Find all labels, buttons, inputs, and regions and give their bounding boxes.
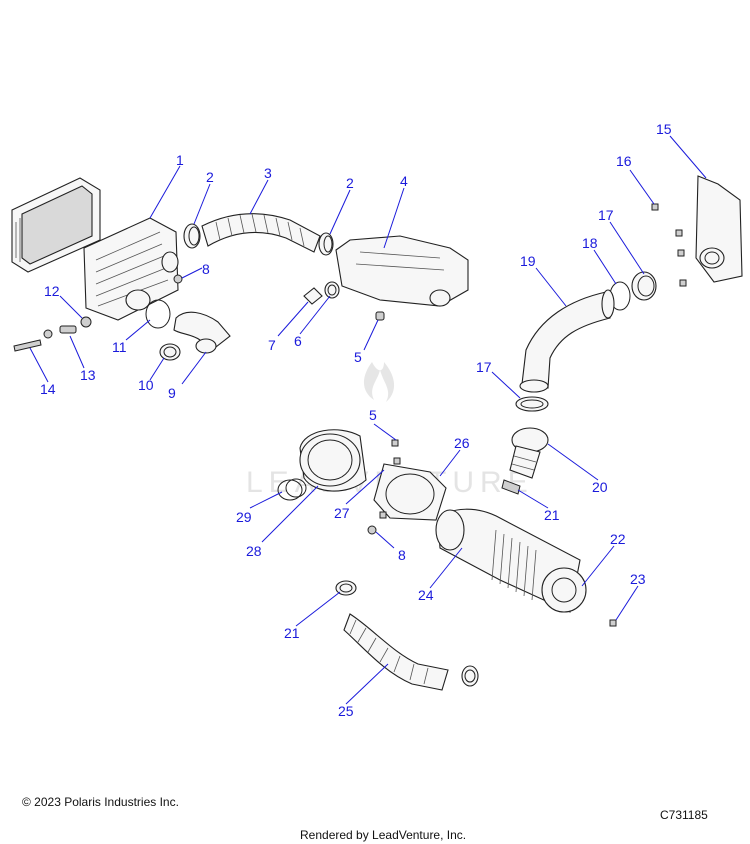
callout-17-upper: 17 <box>598 207 614 223</box>
callout-4: 4 <box>400 173 408 189</box>
rendered-by-credit: Rendered by LeadVenture, Inc. <box>300 828 467 842</box>
grommet-12[interactable] <box>80 316 92 328</box>
clamp-21-lower-left[interactable] <box>335 580 357 596</box>
intake-resonator[interactable] <box>335 235 469 307</box>
callout-8-bottom: 8 <box>398 547 406 563</box>
gasket-29[interactable] <box>277 478 307 501</box>
callout-8-top: 8 <box>202 261 210 277</box>
watermark-flame-icon <box>363 362 395 402</box>
callout-14: 14 <box>40 381 56 397</box>
callout-20: 20 <box>592 479 608 495</box>
callout-28: 28 <box>246 543 262 559</box>
callout-15: 15 <box>656 121 672 137</box>
screws-16[interactable] <box>651 203 687 287</box>
hose-25[interactable] <box>343 613 449 691</box>
copyright-notice: © 2023 Polaris Industries Inc. <box>22 795 179 809</box>
airbox-cover[interactable] <box>11 177 101 273</box>
screw-5-top[interactable] <box>375 311 385 321</box>
callout-2-left: 2 <box>206 169 214 185</box>
callout-16: 16 <box>616 153 632 169</box>
callout-19: 19 <box>520 253 536 269</box>
air-filter-canister[interactable] <box>435 508 587 613</box>
callout-22: 22 <box>610 531 626 547</box>
callout-17-lower: 17 <box>476 359 492 375</box>
plug-7[interactable] <box>303 287 323 305</box>
callout-12: 12 <box>44 283 60 299</box>
callout-11: 11 <box>112 339 127 355</box>
fitting-20[interactable] <box>509 427 549 479</box>
callout-2-right: 2 <box>346 175 354 191</box>
clamp-2-right[interactable] <box>318 232 334 256</box>
callout-5-top: 5 <box>354 349 362 365</box>
clamp-21-lower-right[interactable] <box>461 665 479 687</box>
clamp-10[interactable] <box>159 343 181 361</box>
bracket-26[interactable] <box>373 463 447 521</box>
bent-tube-19[interactable] <box>519 289 615 393</box>
callout-29: 29 <box>236 509 252 525</box>
clamp-2-left[interactable] <box>183 223 201 249</box>
callout-9: 9 <box>168 385 176 401</box>
intake-duct[interactable] <box>201 213 321 253</box>
callout-25: 25 <box>338 703 354 719</box>
callout-10: 10 <box>138 377 154 393</box>
seal-ring-11[interactable] <box>145 299 171 329</box>
callout-21-lower: 21 <box>284 625 300 641</box>
callout-13: 13 <box>80 367 96 383</box>
callout-23: 23 <box>630 571 646 587</box>
callout-6: 6 <box>294 333 302 349</box>
clamp-17-lower[interactable] <box>515 396 549 412</box>
screws-27[interactable] <box>379 439 401 519</box>
bracket-15[interactable] <box>695 175 743 283</box>
callout-21-middle: 21 <box>544 507 560 523</box>
callout-labels: 1 2 2 3 4 5 5 6 7 8 8 9 10 11 12 13 14 1… <box>40 121 672 719</box>
bolt-14[interactable] <box>13 339 42 352</box>
nut-8-top[interactable] <box>173 274 183 284</box>
callout-1: 1 <box>176 152 184 168</box>
callout-5-middle: 5 <box>369 407 377 423</box>
callout-24: 24 <box>418 587 434 603</box>
drawing-number: C731185 <box>660 808 708 822</box>
callout-27: 27 <box>334 505 350 521</box>
callout-18: 18 <box>582 235 598 251</box>
screw-23[interactable] <box>609 619 617 627</box>
clamp-6[interactable] <box>324 281 340 299</box>
callout-7: 7 <box>268 337 276 353</box>
elbow-9[interactable] <box>173 311 231 354</box>
clamp-17-upper[interactable] <box>631 271 657 301</box>
clamp-21-middle[interactable] <box>501 479 521 495</box>
leader-lines <box>29 135 707 705</box>
nut-8-bottom[interactable] <box>367 525 377 535</box>
adapter-28[interactable] <box>299 429 367 492</box>
callout-26: 26 <box>454 435 470 451</box>
spacer-13[interactable] <box>43 325 77 339</box>
callout-3: 3 <box>264 165 272 181</box>
